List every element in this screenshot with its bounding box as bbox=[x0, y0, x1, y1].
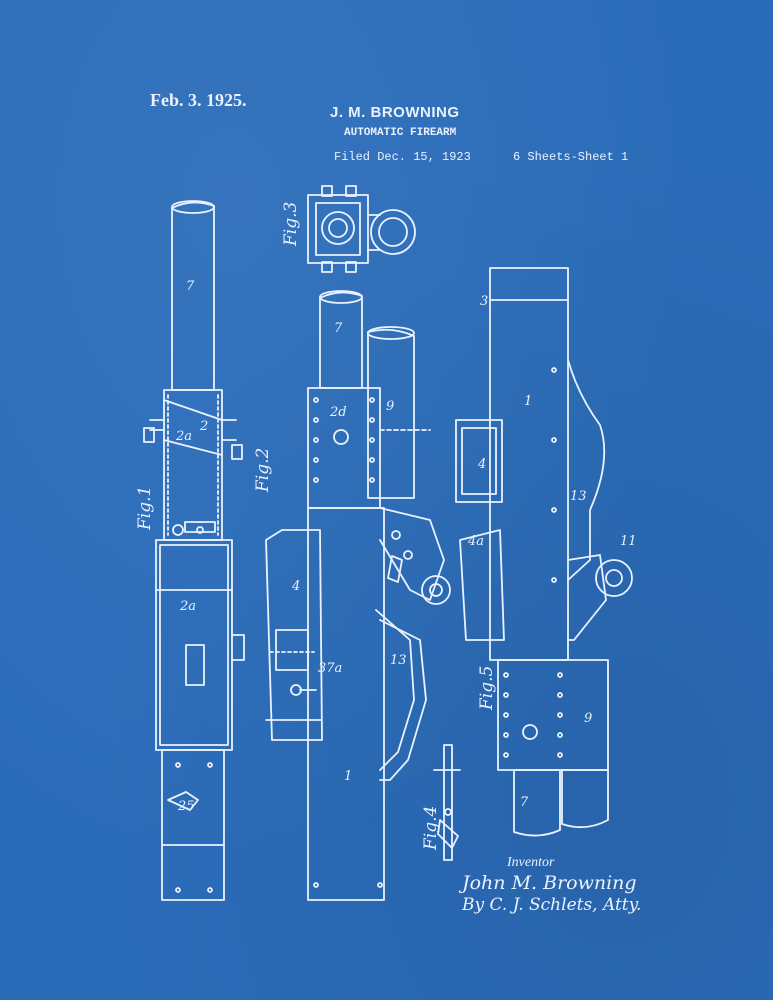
ref-part40: 4a bbox=[467, 534, 484, 549]
patent-date: Feb. 3. 1925. bbox=[150, 90, 247, 110]
ref-part13-2: 13 bbox=[570, 489, 587, 504]
inventor-name: J. M. BROWNING bbox=[330, 104, 460, 121]
figure-1-label: Fig.1 bbox=[135, 486, 155, 531]
ref-part20: 2d bbox=[329, 405, 347, 420]
ref-part2-1: 2 bbox=[199, 419, 208, 434]
figure-4-drawing bbox=[433, 744, 461, 861]
ref-part3: 3 bbox=[480, 294, 488, 309]
ref-part11: 11 bbox=[620, 534, 637, 549]
figure-3-label: Fig.3 bbox=[281, 202, 301, 247]
figure-1-drawing bbox=[143, 200, 245, 901]
figure-5-label: Fig.5 bbox=[477, 666, 497, 711]
ref-part2a-1: 2a bbox=[175, 429, 192, 444]
ref-receiver-1: 1 bbox=[344, 769, 352, 784]
figure-2-label: Fig.2 bbox=[253, 448, 273, 493]
ref-part2a-2: 2a bbox=[179, 599, 196, 614]
figure-2-drawing bbox=[265, 290, 451, 901]
inventor-signature: John M. Browning bbox=[462, 872, 637, 894]
ref-part4-2: 4 bbox=[477, 457, 486, 472]
ref-part13-1: 13 bbox=[390, 653, 407, 668]
inventor-label: Inventor bbox=[507, 855, 555, 870]
filed-date: Filed Dec. 15, 1923 bbox=[334, 150, 471, 164]
sheet-count: 6 Sheets-Sheet 1 bbox=[513, 150, 629, 164]
figure-3-drawing bbox=[307, 185, 416, 273]
ref-receiver-2: 1 bbox=[524, 394, 532, 409]
attorney-signature: By C. J. Schlets, Atty. bbox=[462, 895, 642, 915]
figure-5-drawing bbox=[455, 267, 633, 837]
ref-part9-1: 9 bbox=[386, 399, 394, 414]
figure-4-label: Fig.4 bbox=[421, 806, 441, 851]
ref-part9-2: 9 bbox=[584, 711, 592, 726]
ref-barrel-3: 7 bbox=[520, 795, 529, 810]
ref-part37: 37a bbox=[318, 661, 342, 676]
ref-part25: 25 bbox=[177, 799, 195, 814]
ref-barrel-2: 7 bbox=[334, 321, 343, 336]
ref-barrel-1: 7 bbox=[186, 279, 195, 294]
patent-title: AUTOMATIC FIREARM bbox=[344, 127, 457, 139]
ref-part4-1: 4 bbox=[291, 579, 300, 594]
